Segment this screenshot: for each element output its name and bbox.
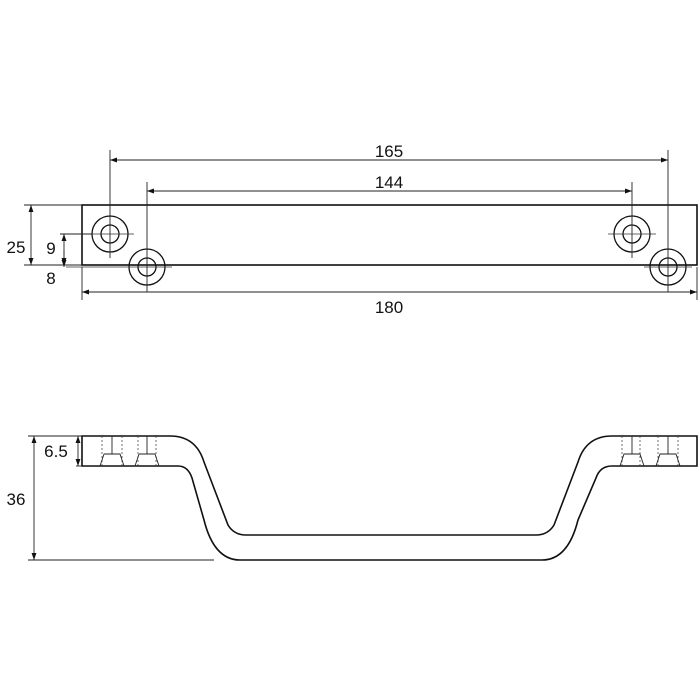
dimension-9: 9 bbox=[46, 233, 92, 267]
right-flange-holes bbox=[619, 436, 681, 467]
dimension-180-label: 180 bbox=[375, 298, 403, 317]
dimension-144-label: 144 bbox=[375, 173, 403, 192]
dimension-36-label: 36 bbox=[7, 490, 26, 509]
dimension-25-label: 25 bbox=[7, 238, 26, 257]
dimension-8: 8 bbox=[46, 250, 67, 288]
plate-outline bbox=[81, 204, 698, 266]
hole-right-outer bbox=[644, 150, 692, 292]
dimension-25: 25 bbox=[7, 204, 82, 266]
dimension-180: 180 bbox=[81, 267, 698, 317]
dimension-165: 165 bbox=[110, 142, 668, 163]
dimension-36: 36 bbox=[7, 435, 214, 561]
handle-outer-contour bbox=[81, 435, 698, 561]
hole-right-inner bbox=[608, 182, 656, 258]
dimension-144: 144 bbox=[147, 173, 632, 194]
dimension-6-5: 6.5 bbox=[44, 435, 82, 467]
hole-left-inner bbox=[66, 182, 172, 292]
left-flange-holes bbox=[99, 436, 160, 467]
dimension-8-label: 8 bbox=[46, 269, 55, 288]
dimension-165-label: 165 bbox=[375, 142, 403, 161]
side-view: 6.5 36 bbox=[7, 435, 698, 561]
dimension-6-5-label: 6.5 bbox=[44, 442, 68, 461]
hole-left-outer bbox=[86, 150, 134, 258]
dimension-9-label: 9 bbox=[46, 239, 55, 258]
top-view: 165 144 180 25 9 bbox=[7, 142, 698, 317]
